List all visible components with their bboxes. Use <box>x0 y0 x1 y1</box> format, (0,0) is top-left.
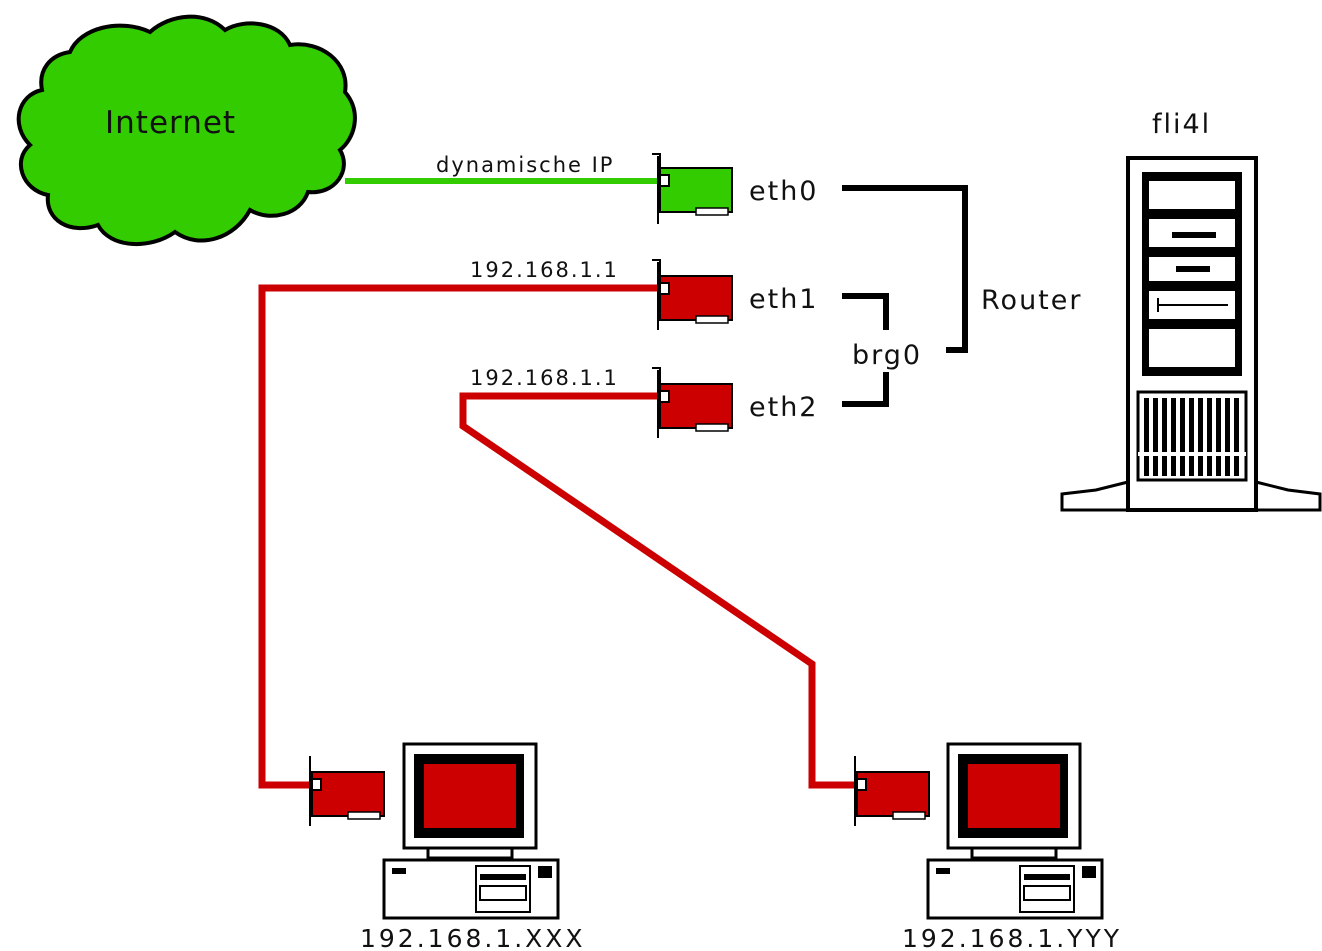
eth2-ip-label: 192.168.1.1 <box>470 366 619 390</box>
client2-nic <box>854 756 930 826</box>
client1-case <box>382 858 560 920</box>
eth0-ip-tick <box>652 153 661 172</box>
client2-case <box>926 858 1104 920</box>
eth2-label: eth2 <box>749 392 819 423</box>
eth0-label: eth0 <box>749 176 819 207</box>
client1-ip-label: 192.168.1.XXX <box>360 924 586 951</box>
bridge-bracket-top <box>842 293 889 330</box>
client1-nic <box>309 756 385 826</box>
eth1-ip-tick <box>652 259 661 278</box>
client2-screen <box>968 764 1060 828</box>
router-label: Router <box>981 285 1082 316</box>
client2-ip-label: 192.168.1.YYY <box>902 924 1122 951</box>
eth2-ip-tick <box>652 367 661 386</box>
eth1-label: eth1 <box>749 284 819 315</box>
nic-eth2 <box>657 370 733 438</box>
nic-eth1 <box>657 262 733 330</box>
client-pc-2: 192.168.1.YYY <box>854 742 1122 951</box>
client1-screen <box>424 764 516 828</box>
router-name-label: fli4l <box>1152 109 1211 140</box>
internet-cloud: Internet <box>16 14 357 246</box>
router-bracket <box>842 185 968 353</box>
router-server: fli4l <box>1060 109 1322 512</box>
bridge-label: brg0 <box>852 340 922 371</box>
eth1-ip-label: 192.168.1.1 <box>470 258 619 282</box>
client-pc-1: 192.168.1.XXX <box>309 742 586 951</box>
nic-eth0 <box>657 156 733 224</box>
lan-link-2 <box>459 392 857 789</box>
cloud-shape <box>16 14 357 246</box>
bridge-bracket-bottom <box>842 372 889 407</box>
server-vents <box>1136 390 1248 482</box>
internet-label: Internet <box>105 105 236 141</box>
lan-link-1 <box>258 284 662 789</box>
eth0-ip-label: dynamische IP <box>436 153 614 177</box>
